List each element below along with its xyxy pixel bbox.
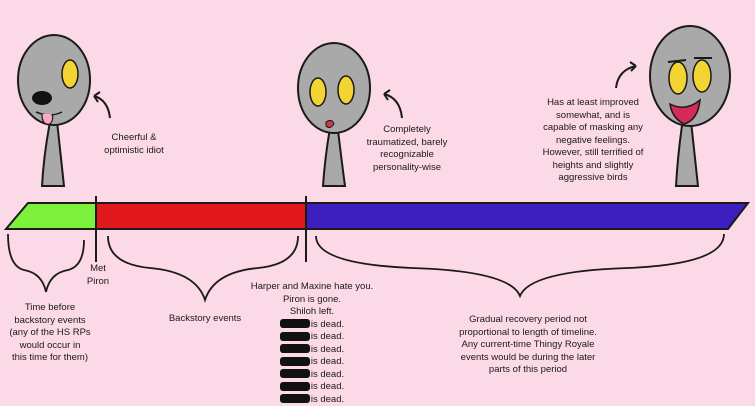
dead-entry: is dead. [246,394,378,406]
caption-line: heights and slightly [528,160,658,173]
marker-label-met-piron: Met Piron [78,263,118,288]
label-line: Gradual recovery period not [440,314,616,327]
label-line: backstory events [2,315,98,328]
brace-icon [8,234,84,292]
caption-line: However, still terrified of [528,147,658,160]
curved-arrow-icon [616,62,636,88]
dead-suffix: is dead. [311,369,344,380]
caption-line: Cheerful & [84,132,184,145]
redacted-name [280,357,310,366]
redacted-name [280,394,310,403]
label-line: (any of the HS RPs [2,327,98,340]
label-recovery: Gradual recovery period not proportional… [440,314,616,377]
dead-list: is dead.is dead.is dead.is dead.is dead.… [246,319,378,406]
label-line: would occur in [2,340,98,353]
dead-entry: is dead. [246,369,378,382]
spoon-character-cheerful-icon [18,35,90,186]
event-line: Shiloh left. [246,306,378,319]
label-line: this time for them) [2,352,98,365]
curved-arrow-icon [94,92,110,118]
label-line: Any current-time Thingy Royale [440,339,616,352]
event-line: Piron is gone. [246,294,378,307]
caption-line: personality-wise [352,162,462,175]
caption-recovering: Has at least improved somewhat, and is c… [528,97,658,185]
caption-line: traumatized, barely [352,137,462,150]
event-line: Harper and Maxine hate you. [246,281,378,294]
dead-entry: is dead. [246,331,378,344]
segment-backstory [96,203,306,229]
label-events: Harper and Maxine hate you. Piron is gon… [246,281,378,406]
caption-line: optimistic idiot [84,145,184,158]
segment-recovery [306,203,748,229]
dead-suffix: is dead. [311,344,344,355]
redacted-name [280,369,310,378]
caption-line: aggressive birds [528,172,658,185]
dead-entry: is dead. [246,344,378,357]
caption-line: Has at least improved [528,97,658,110]
dead-suffix: is dead. [311,381,344,392]
label-line: events would be during the later [440,352,616,365]
timeline-bar [6,196,748,262]
label-before: Time before backstory events (any of the… [2,302,98,365]
spoon-character-recovering-icon [650,26,730,186]
redacted-name [280,382,310,391]
label-line: parts of this period [440,364,616,377]
label-line: proportional to length of timeline. [440,327,616,340]
dead-suffix: is dead. [311,319,344,330]
redacted-name [280,344,310,353]
redacted-name [280,332,310,341]
caption-line: Completely [352,124,462,137]
caption-line: somewhat, and is [528,110,658,123]
dead-suffix: is dead. [311,331,344,342]
segment-before [6,203,96,229]
label-line: Time before [2,302,98,315]
caption-line: negative feelings. [528,135,658,148]
curved-arrow-icon [384,90,402,118]
caption-traumatized: Completely traumatized, barely recogniza… [352,124,462,174]
dead-suffix: is dead. [311,356,344,367]
caption-line: capable of masking any [528,122,658,135]
dead-entry: is dead. [246,319,378,332]
dead-entry: is dead. [246,356,378,369]
dead-suffix: is dead. [311,394,344,405]
caption-cheerful: Cheerful & optimistic idiot [84,132,184,157]
label-backstory: Backstory events [160,313,250,326]
dead-entry: is dead. [246,381,378,394]
caption-line: recognizable [352,149,462,162]
redacted-name [280,319,310,328]
